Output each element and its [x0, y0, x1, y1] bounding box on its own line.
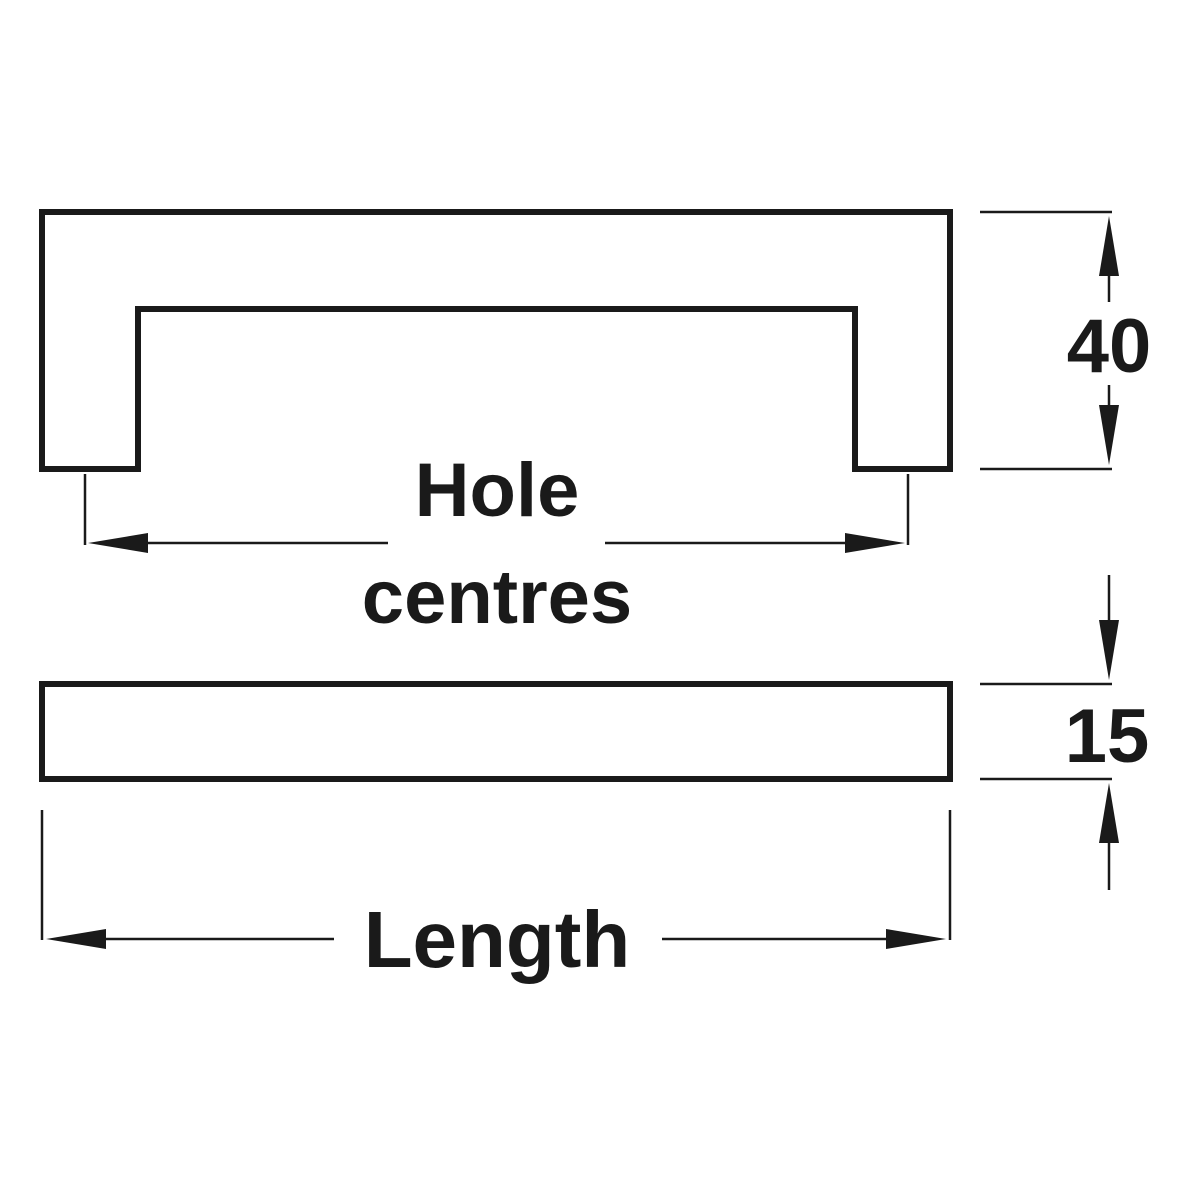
depth-down-arrow-icon: [1099, 620, 1119, 680]
hole-centres-label-line2: centres: [362, 555, 632, 640]
depth-dimension: 15: [980, 575, 1149, 890]
length-dimension: Length: [40, 810, 952, 984]
handle-front-view: [39, 209, 953, 472]
hole-left-arrow-icon: [88, 533, 148, 553]
length-right-arrow-icon: [886, 929, 946, 949]
hole-centres-dimension: Hole centres: [83, 448, 910, 640]
height-value-label: 40: [1067, 304, 1152, 389]
height-down-arrow-icon: [1099, 405, 1119, 465]
depth-up-arrow-icon: [1099, 783, 1119, 843]
length-label: Length: [364, 895, 631, 984]
hole-right-arrow-icon: [845, 533, 905, 553]
handle-side-view: [39, 681, 953, 782]
length-left-arrow-icon: [46, 929, 106, 949]
height-up-arrow-icon: [1099, 216, 1119, 276]
height-dimension: 40: [980, 210, 1152, 471]
depth-value-label: 15: [1065, 694, 1150, 779]
hole-centres-label-line1: Hole: [415, 448, 580, 533]
